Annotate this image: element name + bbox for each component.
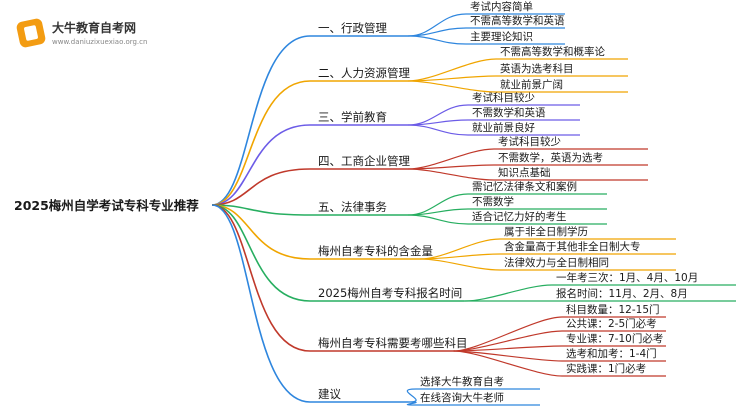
leaf-connector xyxy=(406,401,417,406)
leaf-label: 考试科目较少 xyxy=(498,135,561,148)
leaf-label: 含金量高于其他非全日制大专 xyxy=(504,240,641,253)
leaf-connector xyxy=(406,388,417,403)
leaf-label: 适合记忆力好的考生 xyxy=(472,210,567,223)
branch-label: 梅州自考专科的含金量 xyxy=(318,244,433,258)
leaf-connector xyxy=(407,58,497,82)
site-logo: 大牛教育自考网 www.daniuzixuexiao.org.cn xyxy=(15,17,188,50)
branch-connector xyxy=(211,204,311,216)
leaf-connector xyxy=(407,214,469,225)
leaf-label: 不需数学和英语 xyxy=(472,106,546,119)
leaf-connector xyxy=(453,350,563,377)
leaf-label: 在线咨询大牛老师 xyxy=(420,391,504,404)
leaf-label: 主要理论知识 xyxy=(470,30,533,43)
branch-connector xyxy=(211,204,311,403)
branch-label: 梅州自考专科需要考哪些科目 xyxy=(318,336,468,350)
branch-connector xyxy=(211,204,311,302)
leaf-connector xyxy=(407,75,497,82)
leaf-label: 就业前景广阔 xyxy=(500,78,563,91)
leaf-connector xyxy=(407,35,467,45)
leaf-label: 法律效力与全日制相同 xyxy=(504,256,609,269)
branch-label: 2025梅州自考专科报名时间 xyxy=(318,286,462,300)
leaf-label: 不需数学 xyxy=(472,195,514,208)
branch-label: 二、人力资源管理 xyxy=(318,66,410,80)
leaf-label: 不需高等数学和英语 xyxy=(470,14,565,27)
leaf-label: 需记忆法律条文和案例 xyxy=(472,180,577,193)
leaf-connector xyxy=(407,148,495,170)
root-topic: 2025梅州自学考试专科专业推荐 xyxy=(14,198,199,213)
leaf-label: 一年考三次：1月、4月、10月 xyxy=(556,271,698,284)
branch-connector xyxy=(211,35,311,206)
leaf-connector xyxy=(464,284,553,302)
branch-label: 建议 xyxy=(318,387,341,401)
leaf-label: 考试内容简单 xyxy=(470,0,533,13)
leaf-label: 选择大牛教育自考 xyxy=(420,375,504,388)
leaf-label: 考试科目较少 xyxy=(472,91,535,104)
leaf-label: 选考和加考：1-4门 xyxy=(566,347,657,360)
branch-connector xyxy=(211,204,311,352)
leaf-label: 英语为选考科目 xyxy=(500,62,574,75)
leaf-label: 报名时间：11月、2月、8月 xyxy=(556,287,688,300)
leaf-label: 专业课：7-10门必考 xyxy=(566,332,663,345)
branch-connector xyxy=(211,204,311,260)
branch-label: 三、学前教育 xyxy=(318,110,387,124)
leaf-label: 知识点基础 xyxy=(498,166,551,179)
branch-label: 一、行政管理 xyxy=(318,21,387,35)
logo-title: 大牛教育自考网 xyxy=(52,21,137,35)
leaf-label: 不需高等数学和概率论 xyxy=(500,45,605,58)
leaf-connector xyxy=(407,119,469,126)
leaf-label: 实践课：1门必考 xyxy=(566,362,646,375)
leaf-label: 科目数量：12-15门 xyxy=(566,303,660,316)
logo-url: www.daniuzixuexiao.org.cn xyxy=(52,38,148,46)
leaf-label: 公共课：2-5门必考 xyxy=(566,317,657,330)
leaf-connector xyxy=(419,258,501,271)
leaf-connector xyxy=(407,168,495,181)
branch-label: 四、工商企业管理 xyxy=(318,154,410,168)
leaf-connector xyxy=(407,124,469,136)
branch-connector xyxy=(211,124,311,206)
branch-label: 五、法律事务 xyxy=(318,200,387,214)
leaf-connector xyxy=(407,208,469,216)
branch-connector xyxy=(211,168,311,206)
leaf-connector xyxy=(407,13,467,37)
leaf-connector xyxy=(407,80,497,93)
leaf-connector xyxy=(453,350,563,362)
leaf-label: 属于非全日制学历 xyxy=(504,225,588,238)
branch-connector xyxy=(211,80,311,206)
leaf-label: 就业前景良好 xyxy=(472,121,535,134)
leaf-label: 不需数学，英语为选考 xyxy=(498,151,603,164)
